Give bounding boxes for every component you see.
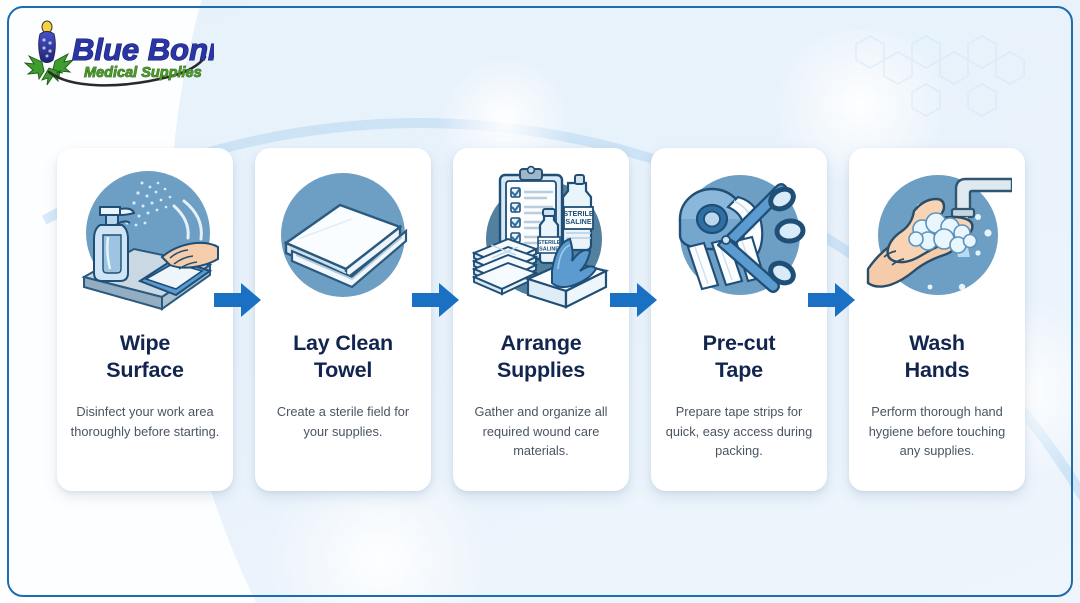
- tape-roll-scissors-strips-icon: [651, 161, 827, 327]
- step-title-line2: Towel: [313, 358, 373, 382]
- svg-text:STERILE: STERILE: [538, 240, 561, 246]
- step-description: Perform thorough hand hygiene before tou…: [868, 404, 1006, 458]
- hexagon-pattern-icon: [840, 28, 1050, 148]
- step-description: Create a sterile field for your supplies…: [276, 404, 410, 439]
- brand-logo[interactable]: Blue Bonnet Medical Supplies: [22, 16, 214, 90]
- step-title: Pre-cut Tape: [659, 330, 819, 384]
- arrow-right-icon: [214, 281, 262, 319]
- step-title: Wipe Surface: [65, 330, 225, 384]
- step-description: Prepare tape strips for quick, easy acce…: [665, 404, 813, 458]
- bluebonnet-flower-icon: [23, 20, 207, 87]
- brand-wordmark: Blue Bonnet Medical Supplies: [71, 31, 214, 81]
- step-title-line1: Wipe: [119, 331, 171, 355]
- step-title-line1: Lay Clean: [293, 331, 393, 355]
- step-description: Disinfect your work area thoroughly befo…: [70, 404, 220, 439]
- step-card-arrange-supplies[interactable]: STERILE SALINE STERILE SALINE: [453, 148, 629, 491]
- step-description: Gather and organize all required wound c…: [474, 404, 608, 458]
- arrow-right-icon: [808, 281, 856, 319]
- step-title: Wash Hands: [857, 330, 1017, 384]
- arrow-right-icon: [610, 281, 658, 319]
- step-card-lay-clean-towel[interactable]: Lay Clean Towel Create a sterile field f…: [255, 148, 431, 491]
- step-title-line1: Pre-cut: [702, 331, 776, 355]
- svg-text:Medical Supplies: Medical Supplies: [84, 65, 202, 81]
- step-card-wash-hands[interactable]: Wash Hands Perform thorough hand hygiene…: [849, 148, 1025, 491]
- step-title: Arrange Supplies: [461, 330, 621, 384]
- washing-hands-faucet-icon: [849, 161, 1025, 327]
- step-card-pre-cut-tape[interactable]: Pre-cut Tape Prepare tape strips for qui…: [651, 148, 827, 491]
- steps-row: Wipe Surface Disinfect your work area th…: [0, 148, 1080, 492]
- svg-text:SALINE: SALINE: [565, 217, 592, 226]
- folded-towel-icon: [255, 161, 431, 327]
- step-title-line2: Tape: [715, 358, 763, 382]
- step-card-wipe-surface[interactable]: Wipe Surface Disinfect your work area th…: [57, 148, 233, 491]
- svg-text:SALINE: SALINE: [539, 247, 559, 253]
- saline-label: STERILE: [563, 209, 594, 218]
- spray-bottle-wiping-surface-icon: [57, 161, 233, 327]
- step-title-line2: Supplies: [496, 358, 585, 382]
- step-title-line1: Arrange: [500, 331, 582, 355]
- step-title: Lay Clean Towel: [263, 330, 423, 384]
- step-title-line1: Wash: [909, 331, 965, 355]
- arrow-right-icon: [412, 281, 460, 319]
- step-title-line2: Surface: [106, 358, 184, 382]
- clipboard-saline-gauze-gloves-icon: STERILE SALINE STERILE SALINE: [453, 161, 629, 327]
- svg-text:Blue Bonnet: Blue Bonnet: [72, 32, 214, 67]
- step-title-line2: Hands: [904, 358, 970, 382]
